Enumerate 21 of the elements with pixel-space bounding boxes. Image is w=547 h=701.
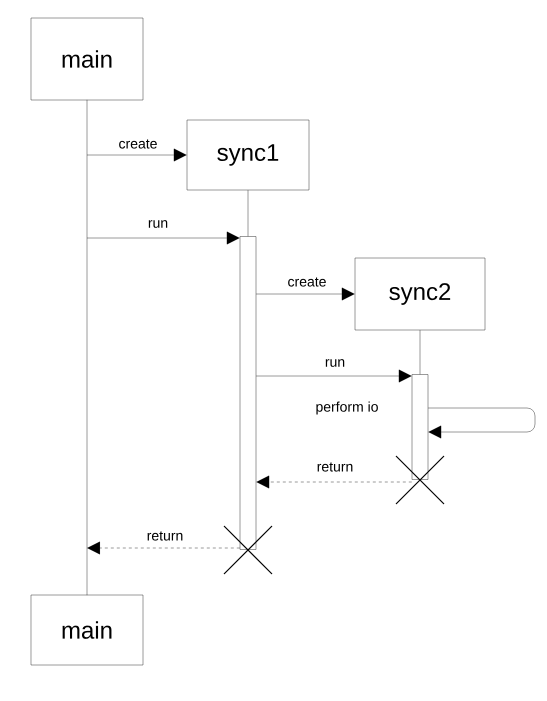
edge-label: run [324, 358, 346, 368]
edge-label: run [146, 219, 170, 229]
edge-label: create [286, 276, 328, 288]
message-arrow [256, 476, 412, 488]
lifeline-box: main [30, 18, 144, 100]
self-message-arrow [428, 408, 536, 438]
message-arrow [86, 148, 187, 162]
edge-label: create [118, 138, 158, 150]
message-arrow [86, 232, 240, 244]
lifeline-box: main [30, 594, 144, 666]
edge-label: perform io [314, 400, 380, 416]
message-arrow [87, 542, 240, 554]
lifeline [86, 100, 88, 596]
activation-bar [412, 374, 428, 480]
message-arrow [256, 288, 355, 300]
lifeline-box: sync1 [186, 120, 310, 190]
lifeline-box: sync2 [354, 258, 486, 330]
message-arrow [256, 370, 412, 382]
activation-bar [240, 236, 256, 550]
edge-label: return [146, 530, 184, 542]
edge-label: return [316, 461, 354, 473]
